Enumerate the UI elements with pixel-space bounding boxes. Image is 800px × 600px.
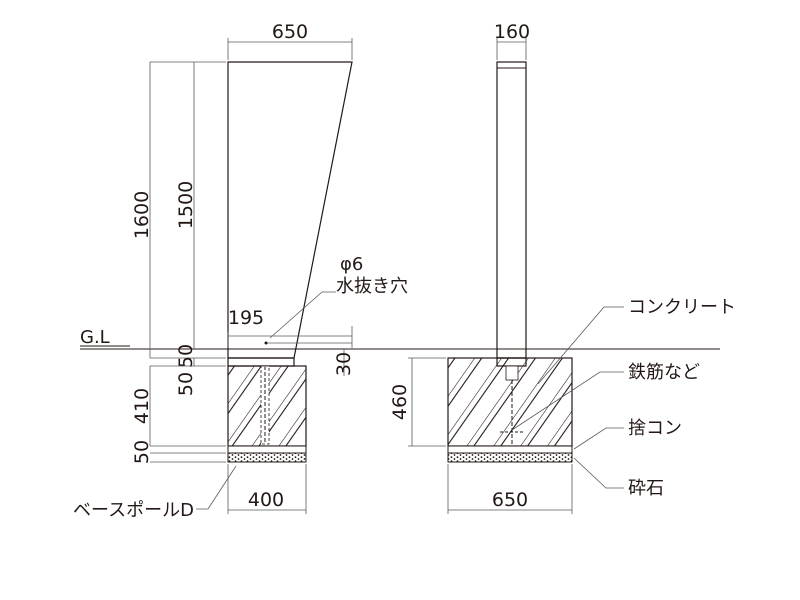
side-post bbox=[496, 61, 527, 359]
ground-line-label: G.L bbox=[80, 327, 110, 348]
front-width-dim: 650 bbox=[272, 21, 308, 43]
ground-line: G.L bbox=[80, 327, 720, 350]
total-height-dim: 1600 bbox=[131, 191, 153, 239]
side-view: 160 460 650 コンクリート 鉄筋など 捨コン 砕石 bbox=[389, 21, 736, 514]
front-base-plate bbox=[227, 357, 295, 367]
side-footing-depth-dim: 460 bbox=[389, 384, 411, 420]
side-footing-width-dim: 650 bbox=[492, 489, 528, 511]
gravel-label: 砕石 bbox=[628, 478, 664, 499]
drain-offset-dim: 30 bbox=[333, 352, 355, 376]
side-gravel bbox=[447, 452, 573, 463]
gravel-depth-dim: 50 bbox=[131, 440, 153, 464]
base-pole-label: ベースポールD bbox=[73, 500, 194, 521]
front-leveling-concrete bbox=[227, 445, 307, 454]
front-footing-width-dim: 400 bbox=[248, 489, 284, 511]
front-gravel bbox=[227, 452, 307, 463]
side-leveling-concrete bbox=[447, 445, 573, 454]
drain-hole-label: 水抜き穴 bbox=[336, 276, 408, 297]
base-top-dim: 50 bbox=[175, 372, 197, 396]
concrete-label: コンクリート bbox=[628, 297, 736, 318]
gl-gap-dim: 50 bbox=[175, 344, 197, 368]
rebar-label: 鉄筋など bbox=[628, 362, 700, 383]
side-width-dim: 160 bbox=[494, 21, 530, 43]
left-offset-dim: 195 bbox=[228, 307, 264, 329]
leveling-concrete-label: 捨コン bbox=[628, 418, 682, 439]
drain-hole-mark bbox=[264, 341, 268, 345]
footing-depth-dim: 410 bbox=[131, 388, 153, 424]
front-view: 650 1600 1500 50 50 410 50 195 30 φ6 水抜き… bbox=[73, 21, 408, 521]
drain-diameter-label: φ6 bbox=[340, 254, 363, 275]
post-height-dim: 1500 bbox=[175, 181, 197, 229]
